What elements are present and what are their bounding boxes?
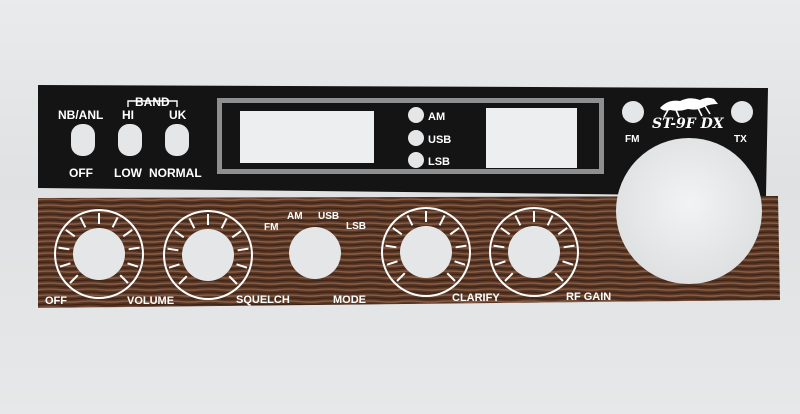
band-low-label: LOW [114, 166, 143, 180]
knob-tick [65, 229, 76, 238]
knob-tick [128, 246, 140, 251]
am-led-label: AM [428, 111, 445, 123]
knob-tick [500, 227, 511, 236]
mode-label: MODE [333, 294, 366, 306]
mode-usb-label: USB [318, 211, 339, 222]
volume-off-label: OFF [45, 295, 67, 307]
knob-tick [562, 260, 574, 266]
mode-fm-label: FM [264, 222, 278, 233]
knob-tick [392, 227, 403, 236]
knob-tick [174, 230, 185, 239]
knob-tick [79, 217, 87, 228]
knob-tick [446, 272, 456, 282]
meter-cutout [616, 138, 762, 284]
knob-tick [449, 227, 460, 236]
knob-tick [494, 260, 506, 266]
clarify-label: CLARIFY [452, 292, 500, 304]
nb-anl-off-label: OFF [69, 166, 93, 180]
knob-tick [122, 229, 133, 238]
knob-tick [396, 272, 406, 282]
clarify-knob-hole [381, 207, 471, 297]
knob-tick [493, 244, 505, 249]
knob-tick [386, 260, 398, 266]
bottom-plate: OFF VOLUME SQUELCH FM AM USB LSB MODE CL… [38, 196, 780, 308]
display-window-right [486, 108, 577, 168]
knob-tick [438, 215, 446, 226]
knob-tick [231, 230, 242, 239]
knob-tick-marks [58, 211, 575, 285]
band-hi-label: HI [122, 108, 134, 122]
knob-tick [119, 274, 129, 284]
knob-tick [127, 262, 139, 268]
usb-led-label: USB [428, 134, 451, 146]
band-uk-normal-switch-slot [165, 124, 189, 156]
top-plate: NB/ANL OFF BAND HI UK LOW NORMAL AM USB … [38, 85, 768, 196]
cougar-logo [660, 97, 718, 118]
fm-led-label: FM [625, 134, 639, 145]
knob-tick [167, 247, 179, 252]
knob-tick [111, 217, 119, 228]
knob-tick [237, 247, 249, 252]
knob-tick [228, 275, 238, 285]
volume-knob-hole [54, 209, 144, 299]
mode-am-label: AM [287, 211, 303, 222]
knob-tick [455, 244, 467, 249]
knob-tick [557, 227, 568, 236]
knob-tick [454, 260, 466, 266]
fm-led-hole [622, 101, 644, 123]
knob-tick [58, 246, 70, 251]
knob-tick [385, 244, 397, 249]
band-normal-label: NORMAL [149, 166, 202, 180]
knob-tick [188, 218, 196, 229]
squelch-knob-hole [163, 210, 253, 300]
knob-tick [563, 244, 575, 249]
am-led-hole [408, 107, 424, 123]
squelch-label: SQUELCH [236, 294, 290, 306]
knob-tick [168, 263, 180, 269]
nb-anl-switch-slot [71, 124, 95, 156]
knob-tick [504, 272, 514, 282]
rf-gain-label: RF GAIN [566, 291, 611, 303]
band-hi-low-switch-slot [118, 124, 142, 156]
knob-tick [514, 215, 522, 226]
rf-gain-knob-hole [489, 207, 579, 297]
tx-led-hole [731, 101, 753, 123]
tx-led-label: TX [734, 134, 747, 145]
usb-led-hole [408, 130, 424, 146]
lsb-led-label: LSB [428, 156, 450, 168]
display-window-left [240, 111, 374, 163]
knob-tick [554, 272, 564, 282]
knob-tick [406, 215, 414, 226]
knob-tick [546, 215, 554, 226]
knob-tick [236, 263, 248, 269]
band-label: BAND [135, 95, 170, 109]
knob-tick [220, 218, 228, 229]
mode-lsb-label: LSB [346, 221, 366, 232]
model-name: ST-9F DX [652, 116, 725, 132]
nb-anl-label: NB/ANL [58, 108, 103, 122]
mode-knob-hole [289, 227, 341, 279]
volume-label: VOLUME [127, 295, 174, 307]
knob-tick [178, 275, 188, 285]
band-uk-label: UK [169, 108, 187, 122]
knob-tick [69, 274, 79, 284]
knob-tick [59, 262, 71, 268]
band-bracket [127, 100, 178, 107]
lsb-led-hole [408, 152, 424, 168]
